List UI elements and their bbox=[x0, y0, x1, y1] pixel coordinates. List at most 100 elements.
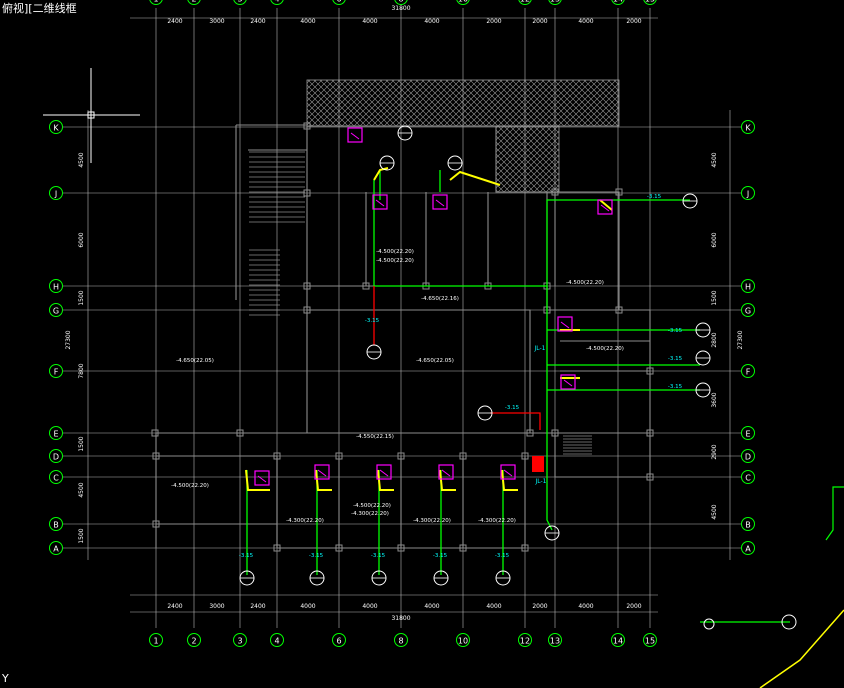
slope-tag: -3.15 bbox=[433, 553, 448, 559]
structural-column bbox=[551, 429, 559, 437]
structural-column bbox=[526, 429, 534, 437]
structural-column bbox=[646, 367, 654, 375]
row-bubble-right-circle bbox=[741, 426, 755, 440]
top-dimension: 2000 bbox=[486, 18, 501, 25]
level-annotation: -4.650(22.05) bbox=[176, 358, 214, 364]
level-annotation: -4.300(22.20) bbox=[351, 511, 389, 517]
level-annotation: -4.300(22.20) bbox=[413, 518, 451, 524]
structural-column bbox=[273, 544, 281, 552]
right-total-dimension: 27300 bbox=[737, 330, 744, 349]
column-bubble-bottom-label: 12 bbox=[520, 637, 530, 646]
fixture-box bbox=[372, 194, 388, 210]
structural-column bbox=[303, 189, 311, 197]
bottom-total-dimension: 31800 bbox=[391, 615, 410, 622]
row-bubble-right-circle bbox=[741, 279, 755, 293]
fixture-mark bbox=[441, 469, 451, 477]
level-annotation: -4.650(22.05) bbox=[416, 358, 454, 364]
left-dimension: 1500 bbox=[78, 436, 85, 451]
column-bubble-bottom-circle bbox=[643, 633, 657, 647]
column-bubble-bottom-circle bbox=[518, 633, 532, 647]
fixture-mark bbox=[560, 321, 570, 329]
structural-column bbox=[551, 188, 559, 196]
slope-tag: -3.15 bbox=[505, 405, 520, 411]
top-dimension: 4000 bbox=[424, 18, 439, 25]
column-bubble-top-label: 4 bbox=[274, 0, 279, 4]
fixture-box bbox=[500, 464, 516, 480]
hot-water-pipe-red bbox=[490, 412, 541, 430]
row-bubble-right-label: E bbox=[745, 430, 750, 439]
structural-column bbox=[335, 452, 343, 460]
level-annotation: -4.500(22.20) bbox=[376, 258, 414, 264]
bottom-dimension: 4000 bbox=[486, 603, 501, 610]
row-bubble-left-circle bbox=[49, 426, 63, 440]
structural-column bbox=[397, 544, 405, 552]
bottom-dimension: 2000 bbox=[626, 603, 641, 610]
column-bubble-bottom-label: 3 bbox=[237, 637, 242, 646]
crosshair-cursor bbox=[43, 68, 140, 163]
level-annotations: -4.500(22.20) -4.500(22.20) -4.650(22.16) -… bbox=[171, 194, 683, 559]
column-bubble-bottom-circle bbox=[233, 633, 247, 647]
row-bubble-right-circle bbox=[741, 541, 755, 555]
row-bubble-left-circle bbox=[49, 364, 63, 378]
plumbing-fixtures bbox=[239, 125, 711, 586]
drain-pipe-yellow bbox=[377, 469, 394, 491]
row-bubble-left-label: J bbox=[54, 190, 57, 199]
top-dimension: 2000 bbox=[626, 18, 641, 25]
bottom-dimension: 2400 bbox=[250, 603, 265, 610]
column-bubble-bottom-circle bbox=[270, 633, 284, 647]
column-bubble-top-circle bbox=[518, 0, 532, 5]
structural-column bbox=[615, 306, 623, 314]
level-annotation: -4.550(22.15) bbox=[356, 434, 394, 440]
row-bubble-left-circle bbox=[49, 470, 63, 484]
right-dimension: 1500 bbox=[711, 290, 718, 305]
row-bubble-right-label: G bbox=[745, 307, 751, 316]
column-bubble-bottom-circle bbox=[187, 633, 201, 647]
column-bubble-top-circle bbox=[233, 0, 247, 5]
column-bubble-bottom-circle bbox=[548, 633, 562, 647]
dimension-text: 2400 3000 2400 4000 4000 4000 2000 2000 4000 2000… bbox=[65, 5, 744, 622]
bottom-dimension: 3000 bbox=[209, 603, 224, 610]
right-dimension: 4500 bbox=[711, 152, 718, 167]
level-annotation: -4.500(22.20) bbox=[376, 249, 414, 255]
column-bubble-top-circle bbox=[149, 0, 163, 5]
column-bubble-top-label: 1 bbox=[153, 0, 158, 4]
level-annotation: -4.650(22.16) bbox=[421, 296, 459, 302]
row-bubble-right-label: K bbox=[745, 124, 751, 133]
column-bubble-top-circle bbox=[270, 0, 284, 5]
bottom-dimension: 2000 bbox=[532, 603, 547, 610]
fixture-mark bbox=[375, 199, 385, 207]
slope-tag: -3.15 bbox=[239, 553, 254, 559]
row-bubble-left-circle bbox=[49, 303, 63, 317]
structural-column bbox=[459, 452, 467, 460]
column-bubble-bottom-label: 4 bbox=[274, 637, 279, 646]
column-bubble-bottom-circle bbox=[149, 633, 163, 647]
fixture-mark bbox=[600, 204, 610, 212]
row-bubble-left-circle bbox=[49, 120, 63, 134]
fixture-box bbox=[438, 464, 454, 480]
viewport-label[interactable]: 俯视][二维线框 bbox=[0, 0, 79, 16]
column-bubble-top-circle bbox=[332, 0, 346, 5]
row-bubble-left-circle bbox=[49, 186, 63, 200]
column-bubble-top-label: 8 bbox=[398, 0, 403, 4]
pipe-tag: JL-1 bbox=[534, 345, 546, 352]
row-bubble-right-label: D bbox=[745, 453, 751, 462]
column-bubble-bottom-circle bbox=[332, 633, 346, 647]
row-bubble-left-circle bbox=[49, 517, 63, 531]
top-dimension: 3000 bbox=[209, 18, 224, 25]
row-bubble-left-label: A bbox=[53, 545, 59, 554]
top-dimension: 4000 bbox=[300, 18, 315, 25]
slope-tag: -3.15 bbox=[495, 553, 510, 559]
column-bubble-bottom-label: 13 bbox=[550, 637, 560, 646]
row-bubble-left-label: K bbox=[53, 124, 59, 133]
fixture-mark bbox=[317, 469, 327, 477]
structural-column bbox=[615, 188, 623, 196]
structural-column bbox=[236, 429, 244, 437]
structural-column bbox=[362, 282, 370, 290]
structural-column bbox=[152, 520, 160, 528]
structural-column bbox=[303, 282, 311, 290]
row-bubble-right-label: H bbox=[745, 283, 751, 292]
top-dimension: 2400 bbox=[167, 18, 182, 25]
bottom-dimension: 4000 bbox=[362, 603, 377, 610]
top-dimension: 4000 bbox=[578, 18, 593, 25]
